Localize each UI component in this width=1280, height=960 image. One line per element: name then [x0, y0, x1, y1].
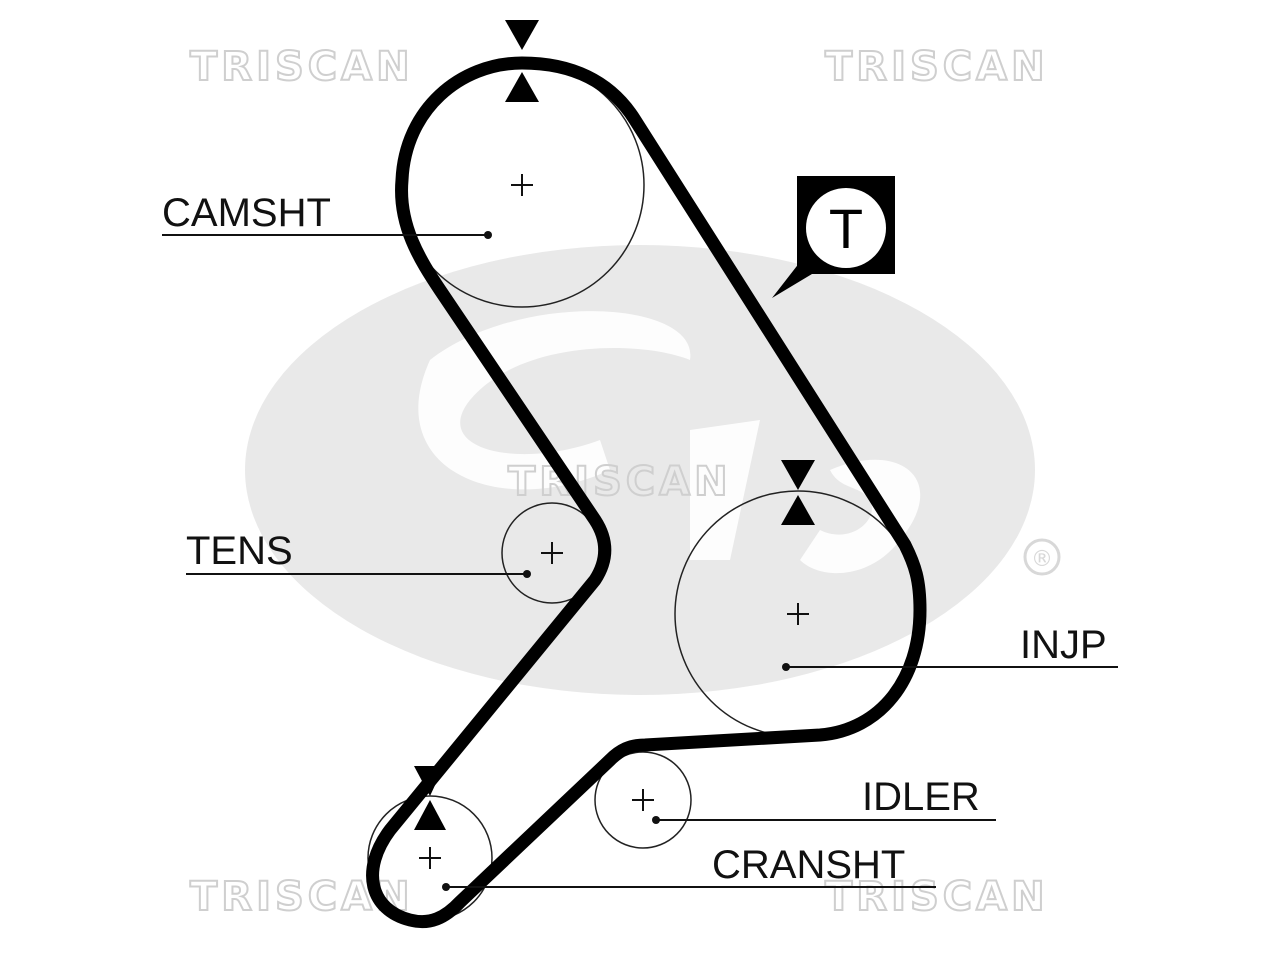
registered-mark: ®	[1031, 547, 1053, 572]
triscan-watermark-top-right: TRISCAN	[825, 44, 1049, 90]
triscan-watermark-bottom-right: TRISCAN	[825, 874, 1049, 920]
crankshaft-timing-mark	[414, 766, 446, 830]
idler-pulley	[594, 751, 692, 849]
tension-check-icon: T	[772, 176, 895, 298]
tensioner-label: TENS	[186, 529, 293, 573]
camshaft-timing-mark	[505, 20, 539, 102]
camshaft-label: CAMSHT	[162, 191, 331, 235]
tension-symbol: T	[829, 197, 863, 260]
triscan-watermark-center: TRISCAN	[508, 459, 732, 505]
triscan-watermark-top-left: TRISCAN	[190, 44, 414, 90]
idler-label: IDLER	[862, 775, 980, 819]
crankshaft-label: CRANSHT	[712, 843, 905, 887]
injection-pump-callout: INJP	[782, 623, 1118, 671]
crankshaft-callout: CRANSHT	[442, 843, 936, 891]
camshaft-callout: CAMSHT	[162, 191, 492, 239]
idler-callout: IDLER	[652, 775, 996, 824]
injection-pump-timing-mark	[781, 460, 815, 525]
tensioner-callout: TENS	[186, 529, 531, 578]
timing-belt	[366, 56, 927, 929]
injection-pump-label: INJP	[1020, 623, 1107, 667]
